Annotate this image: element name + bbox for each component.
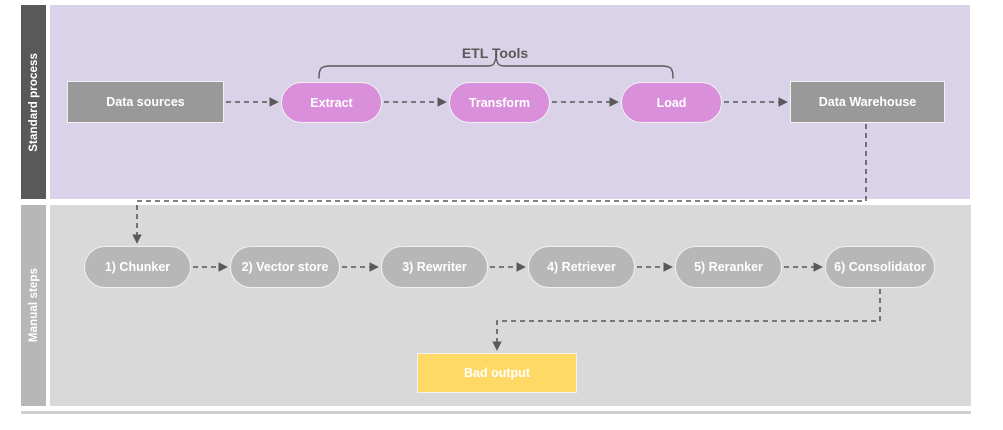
- node-retriever-label: 4) Retriever: [547, 260, 616, 274]
- node-reranker[interactable]: 5) Reranker: [675, 246, 782, 288]
- node-transform-label: Transform: [468, 95, 531, 110]
- node-chunker[interactable]: 1) Chunker: [84, 246, 191, 288]
- node-reranker-label: 5) Reranker: [694, 260, 763, 274]
- node-consolidator-label: 6) Consolidator: [834, 260, 926, 274]
- node-consolidator[interactable]: 6) Consolidator: [825, 246, 935, 288]
- bottom-divider: [21, 411, 971, 414]
- etl-tools-label: ETL Tools: [461, 45, 529, 61]
- node-data-warehouse-label: Data Warehouse: [818, 95, 917, 109]
- node-rewriter-label: 3) Rewriter: [402, 260, 467, 274]
- node-data-sources-label: Data sources: [106, 95, 185, 109]
- lane-label-manual-steps: Manual steps: [21, 205, 46, 406]
- node-retriever[interactable]: 4) Retriever: [528, 246, 635, 288]
- node-data-sources[interactable]: Data sources: [67, 81, 224, 123]
- node-load-label: Load: [656, 95, 687, 110]
- node-extract[interactable]: Extract: [281, 82, 382, 123]
- node-bad-output[interactable]: Bad output: [417, 353, 577, 393]
- lane-label-standard-process: Standard process: [21, 5, 46, 199]
- node-data-warehouse[interactable]: Data Warehouse: [790, 81, 945, 123]
- node-transform[interactable]: Transform: [449, 82, 550, 123]
- node-extract-label: Extract: [310, 95, 353, 110]
- lane-label-standard-process-text: Standard process: [27, 52, 40, 152]
- node-load[interactable]: Load: [621, 82, 722, 123]
- node-vector-store-label: 2) Vector store: [241, 260, 329, 274]
- node-rewriter[interactable]: 3) Rewriter: [381, 246, 488, 288]
- node-vector-store[interactable]: 2) Vector store: [230, 246, 340, 288]
- lane-label-manual-steps-text: Manual steps: [27, 268, 40, 343]
- node-bad-output-label: Bad output: [464, 366, 530, 380]
- node-chunker-label: 1) Chunker: [104, 260, 171, 274]
